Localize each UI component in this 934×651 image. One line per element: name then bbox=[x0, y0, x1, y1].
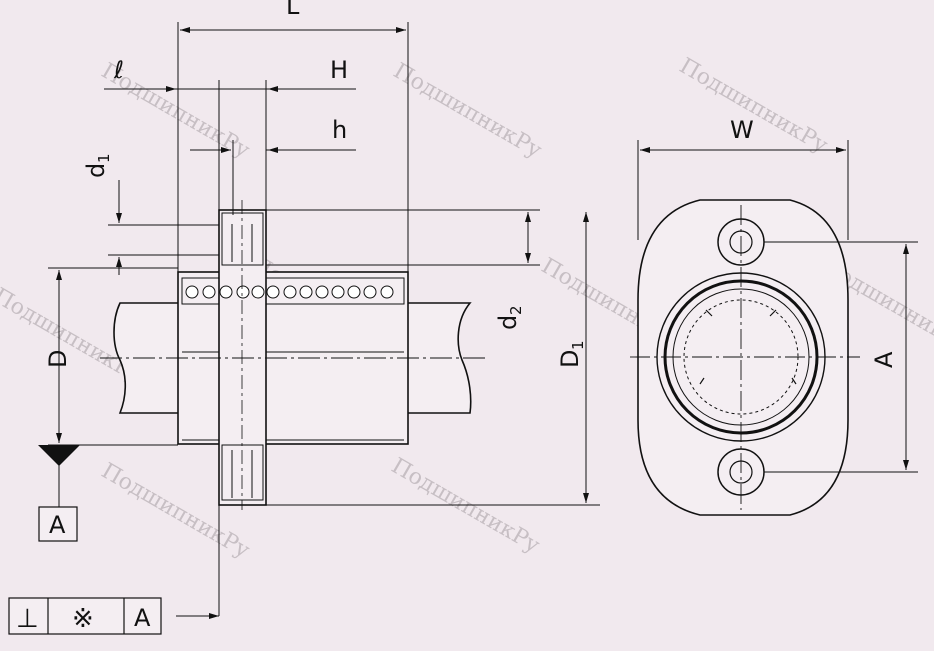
dim-L: L bbox=[286, 0, 300, 20]
flange-outline bbox=[637, 199, 849, 516]
svg-text:A: A bbox=[49, 511, 66, 539]
side-view bbox=[100, 200, 485, 510]
dim-d1: d 1 bbox=[82, 153, 113, 178]
tolerance-datum: A bbox=[134, 604, 151, 632]
watermark: ПодшипникРу bbox=[387, 454, 544, 559]
tolerance-zone-symbol: ※ bbox=[72, 604, 94, 634]
datum-box: A bbox=[38, 506, 78, 542]
dim-H: H bbox=[330, 56, 348, 84]
svg-text:1: 1 bbox=[569, 340, 587, 350]
dim-h: h bbox=[332, 116, 347, 144]
dimension-lines bbox=[48, 22, 600, 619]
tolerance-frame: ⊥ ※ A bbox=[8, 597, 162, 635]
perpendicularity-symbol: ⊥ bbox=[16, 604, 39, 634]
svg-text:1: 1 bbox=[95, 153, 113, 163]
dim-A: A bbox=[870, 351, 898, 368]
front-dimension-lines bbox=[637, 140, 918, 473]
svg-text:A: A bbox=[870, 351, 898, 368]
dim-d2: d 2 bbox=[494, 305, 525, 330]
svg-text:d: d bbox=[82, 163, 110, 178]
dim-D: D bbox=[44, 350, 72, 368]
front-view bbox=[630, 199, 860, 516]
dim-W: W bbox=[730, 116, 754, 144]
svg-text:d: d bbox=[494, 315, 522, 330]
datum-triangle bbox=[38, 445, 80, 466]
watermark: ПодшипникРу bbox=[389, 59, 546, 164]
svg-text:2: 2 bbox=[507, 305, 525, 315]
svg-text:D: D bbox=[556, 350, 584, 368]
ball-row bbox=[185, 285, 394, 299]
dim-D1: D 1 bbox=[556, 340, 587, 368]
svg-text:D: D bbox=[44, 350, 72, 368]
dim-l: ℓ bbox=[113, 56, 124, 84]
